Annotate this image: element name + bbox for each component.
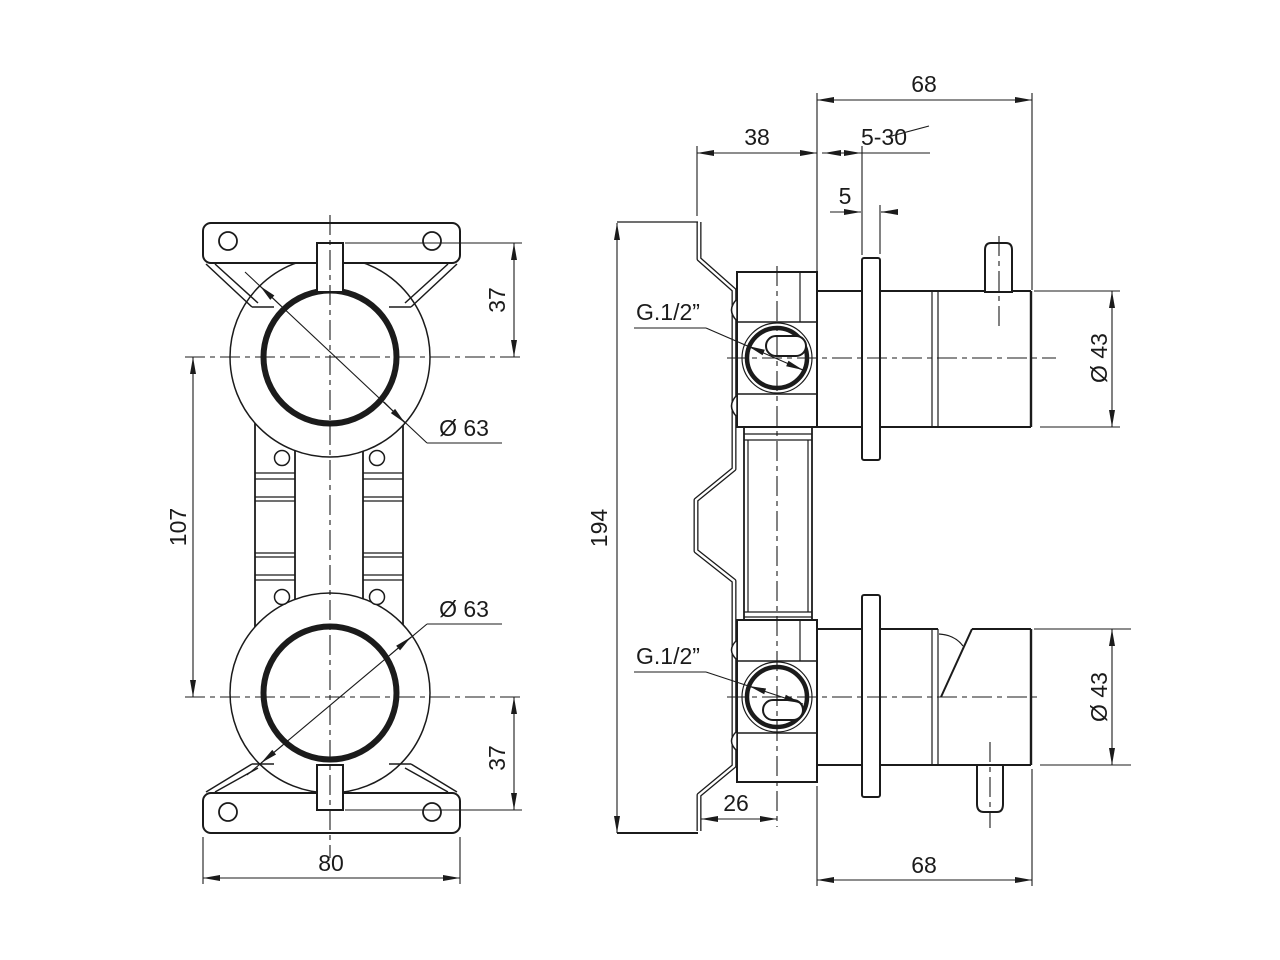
thread-label-upper: G.1/2” bbox=[636, 299, 700, 325]
handle-swing-arc bbox=[938, 633, 964, 647]
wall-bracket bbox=[693, 222, 737, 831]
screw-hole bbox=[218, 802, 238, 822]
connecting-column bbox=[743, 428, 813, 620]
screw-hole bbox=[422, 231, 442, 251]
dim-text-38: 38 bbox=[744, 124, 770, 150]
dim-text-68-top: 68 bbox=[911, 71, 937, 97]
spring-clip bbox=[730, 297, 738, 323]
dim-text-63-upper: Ø 63 bbox=[439, 415, 489, 441]
front-dimensions: 37 Ø 63 107 Ø 63 37 80 bbox=[165, 242, 522, 884]
lower-hub-outer-circle bbox=[229, 592, 431, 794]
dim-text-63-lower: Ø 63 bbox=[439, 596, 489, 622]
rail-grooves bbox=[255, 472, 403, 581]
screw-hole bbox=[218, 231, 238, 251]
lower-valve bbox=[730, 594, 1033, 813]
front-body-rails bbox=[254, 420, 404, 630]
dim-text-43-lower: Ø 43 bbox=[1086, 672, 1112, 722]
dim-text-26: 26 bbox=[723, 790, 749, 816]
dim-text-194: 194 bbox=[586, 509, 612, 548]
rail-hole bbox=[273, 449, 291, 467]
upper-valve bbox=[730, 242, 1033, 461]
leader-thread-upper bbox=[634, 327, 806, 372]
leader-thread-lower bbox=[634, 671, 804, 705]
port-slot bbox=[762, 699, 804, 721]
leader-diameter-63-lower bbox=[246, 623, 502, 776]
rail-hole bbox=[273, 588, 291, 606]
upper-handle-stub bbox=[984, 242, 1013, 293]
spring-clip bbox=[730, 729, 738, 753]
lower-escutcheon-flange bbox=[861, 594, 881, 798]
dim-line-5-30 bbox=[822, 125, 930, 156]
upper-escutcheon-flange bbox=[861, 257, 881, 461]
centerlines bbox=[185, 215, 1056, 858]
thread-label-lower: G.1/2” bbox=[636, 643, 700, 669]
dim-text-80: 80 bbox=[318, 850, 344, 876]
port-slot bbox=[765, 335, 807, 357]
dim-text-37-bottom: 37 bbox=[484, 745, 510, 771]
tilted-handle-edge bbox=[940, 628, 973, 698]
rail-hole bbox=[368, 449, 386, 467]
dim-text-107: 107 bbox=[165, 508, 191, 546]
front-view bbox=[202, 222, 461, 834]
dim-range-strike-line bbox=[887, 125, 930, 138]
dim-text-5: 5 bbox=[839, 183, 852, 209]
rail-hole bbox=[368, 588, 386, 606]
side-dimensions: 68 38 5-30 5 G.1/2” Ø 43 194 G.1/2” Ø 43… bbox=[586, 71, 1131, 886]
screw-hole bbox=[422, 802, 442, 822]
dim-text-43-upper: Ø 43 bbox=[1086, 333, 1112, 383]
dim-text-37-top: 37 bbox=[484, 287, 510, 313]
spring-clip bbox=[730, 393, 738, 419]
dim-text-5-30: 5-30 bbox=[861, 124, 907, 150]
dim-text-68-bottom: 68 bbox=[911, 852, 937, 878]
spring-clip bbox=[730, 638, 738, 662]
